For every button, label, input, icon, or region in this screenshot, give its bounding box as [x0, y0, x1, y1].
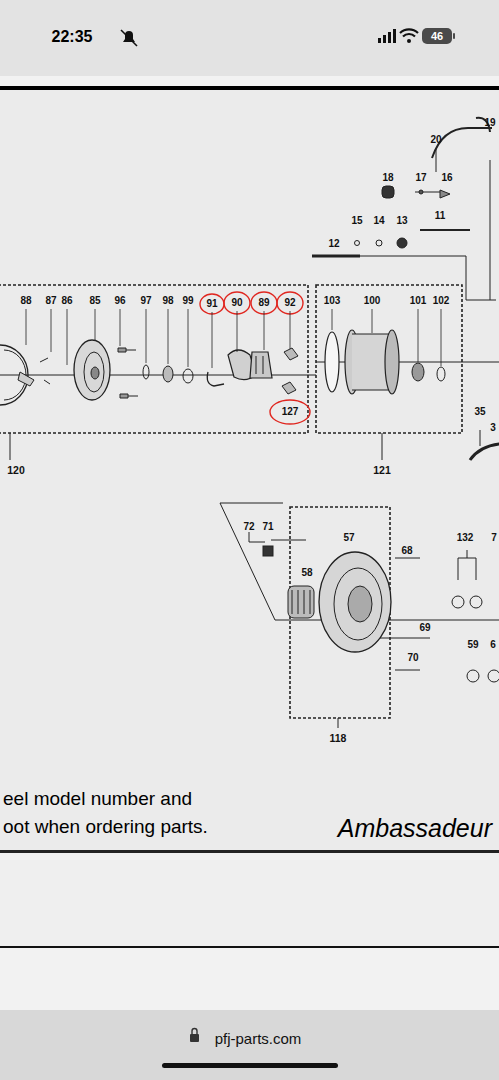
callout-number: 68 [401, 546, 412, 556]
group-number: 121 [373, 465, 391, 476]
leader-line [332, 309, 333, 330]
callout-number: 14 [373, 216, 384, 226]
callout-number: 101 [410, 296, 427, 306]
callout-number: 18 [382, 173, 393, 183]
note-text: eel model number and [3, 789, 192, 808]
callout-number: 91 [206, 299, 217, 309]
callout-number: 71 [262, 522, 273, 532]
leader-line [146, 309, 147, 363]
leader-line [95, 309, 96, 340]
leader-line [168, 309, 169, 364]
callout-number: 97 [140, 296, 151, 306]
leader-line [67, 309, 68, 365]
leader-line [264, 311, 265, 350]
callout-number: 57 [343, 533, 354, 543]
note-text: oot when ordering parts. [3, 817, 208, 836]
callout-number: 87 [45, 296, 56, 306]
leader-line [212, 312, 213, 368]
callout-number: 99 [182, 296, 193, 306]
callout-number: 102 [433, 296, 450, 306]
callout-number: 11 [435, 211, 446, 221]
callout-number: 100 [364, 296, 381, 306]
callout-number: 88 [20, 296, 31, 306]
site-url: pfj-parts.com [215, 1031, 302, 1046]
callout-number: 15 [351, 216, 362, 226]
leader-line [441, 309, 442, 366]
callout-number: 6 [490, 640, 496, 650]
callout-number: 92 [284, 298, 295, 308]
callout-number: 16 [441, 173, 452, 183]
callout-number: 13 [396, 216, 407, 226]
brand-name: Ambassadeur [338, 816, 492, 841]
callout-number: 72 [243, 522, 254, 532]
callout-number: 7 [491, 533, 497, 543]
callout-number: 103 [324, 296, 341, 306]
callout-number: 90 [231, 298, 242, 308]
callout-number: 69 [419, 623, 430, 633]
leader-line [372, 309, 373, 333]
callout-number: 3 [490, 423, 496, 433]
callout-number: 70 [407, 653, 418, 663]
callout-number: 98 [162, 296, 173, 306]
callout-number: 86 [61, 296, 72, 306]
group-number: 120 [7, 465, 25, 476]
callout-number: 35 [474, 407, 485, 417]
callout-number: 127 [282, 407, 299, 417]
callout-number: 89 [258, 298, 269, 308]
callout-number: 132 [457, 533, 474, 543]
battery-level: 46 [431, 31, 443, 42]
callout-number: 17 [415, 173, 426, 183]
leader-line [188, 309, 189, 367]
leader-line [120, 309, 121, 346]
callout-number: 85 [89, 296, 100, 306]
leader-line [51, 309, 52, 352]
leader-line [26, 309, 27, 345]
leader-line [237, 311, 238, 352]
leader-line [418, 309, 419, 362]
callout-number: 59 [467, 640, 478, 650]
clock: 22:35 [52, 29, 93, 45]
callout-number: 58 [301, 568, 312, 578]
callout-number: 96 [114, 296, 125, 306]
callout-number: 12 [328, 239, 339, 249]
leader-line [290, 311, 291, 349]
callout-number: 19 [484, 118, 495, 128]
callout-number: 20 [430, 135, 441, 145]
group-number: 118 [330, 733, 347, 744]
